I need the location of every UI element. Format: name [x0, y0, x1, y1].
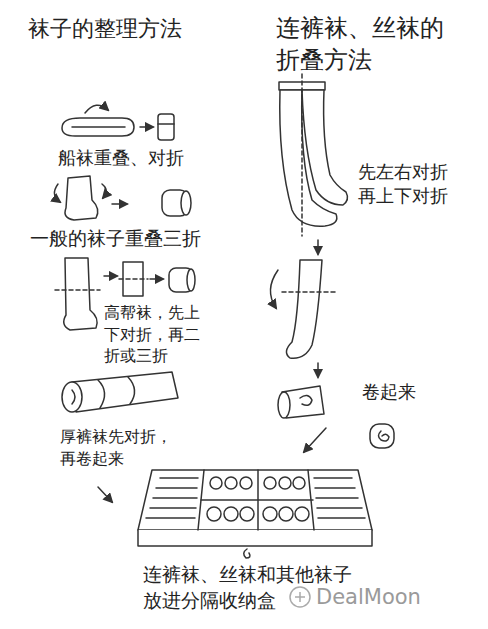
step-label-box: 先左右对折再上下对折 — [358, 160, 454, 209]
step-label-box: 一般的袜子重叠三折 — [30, 226, 240, 252]
step-label: 先左右对折再上下对折 — [358, 160, 454, 209]
column-heading-box: 袜子的整理方法 — [28, 14, 228, 44]
watermark: DealMoon — [316, 583, 466, 611]
step-label: 厚裤袜先对折，再卷起来 — [60, 426, 178, 469]
column-heading-box: 连裤袜、丝袜的折叠方法 — [276, 12, 452, 77]
column-heading: 连裤袜、丝袜的折叠方法 — [276, 12, 452, 77]
column-heading: 袜子的整理方法 — [28, 14, 228, 44]
step-label-box: 船袜重叠、对折 — [58, 146, 218, 170]
step-label: 高帮袜，先上下对折，再二折或三折 — [104, 302, 204, 367]
step-label: 船袜重叠、对折 — [58, 146, 218, 170]
watermark-box: DealMoon — [316, 583, 466, 611]
step-label: 卷起来 — [362, 380, 442, 404]
step-label-box: 卷起来 — [362, 380, 442, 404]
step-label: 一般的袜子重叠三折 — [30, 226, 240, 252]
step-label-box: 厚裤袜先对折，再卷起来 — [60, 426, 178, 469]
step-label-box: 高帮袜，先上下对折，再二折或三折 — [104, 302, 204, 367]
